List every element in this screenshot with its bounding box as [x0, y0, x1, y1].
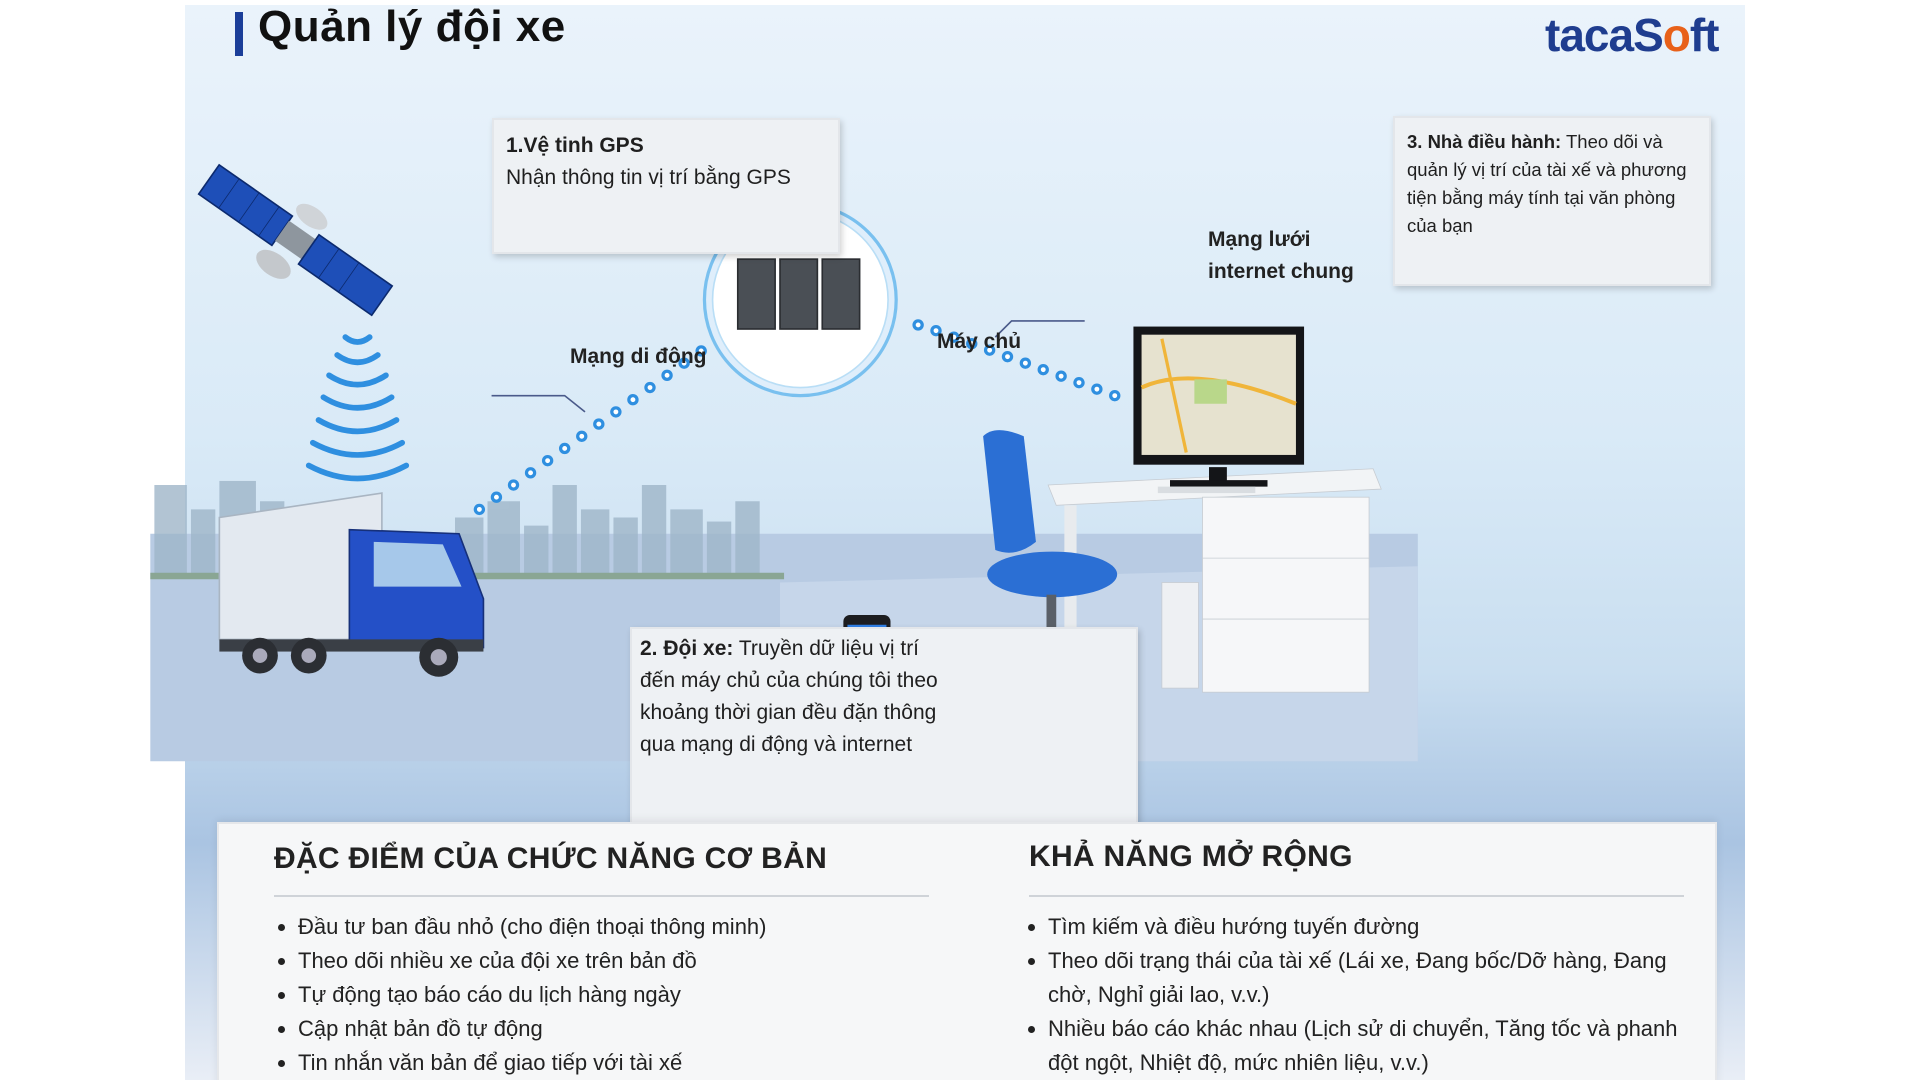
operator-heading: 3. Nhà điều hành:: [1407, 131, 1562, 152]
title-accent-bar: [235, 12, 243, 56]
extensions-list: Tìm kiếm và điều hướng tuyến đường Theo …: [1024, 910, 1708, 1080]
fleet-bubble: 2. Đội xe: Truyền dữ liệu vị trí đến máy…: [630, 627, 1138, 829]
list-item: Nhiều báo cáo khác nhau (Lịch sử di chuy…: [1048, 1012, 1708, 1080]
basic-features-title: ĐẶC ĐIỂM CỦA CHỨC NĂNG CƠ BẢN: [274, 842, 828, 875]
gps-heading: 1.Vệ tinh GPS: [506, 134, 644, 157]
fleet-text: Truyền dữ liệu vị trí đến máy chủ của ch…: [640, 637, 938, 756]
list-item: Tìm kiếm và điều hướng tuyến đường: [1048, 910, 1708, 944]
basic-features-divider: [274, 895, 929, 897]
fleet-heading: 2. Đội xe:: [640, 637, 734, 660]
gps-text: Nhận thông tin vị trí bằng GPS: [506, 166, 791, 189]
internet-label-line1: Mạng lưới: [1208, 228, 1311, 251]
extensions-title: KHẢ NĂNG MỞ RỘNG: [1029, 840, 1353, 873]
list-item: Tự động tạo báo cáo du lịch hàng ngày: [298, 978, 978, 1012]
internet-label-line2: internet chung: [1208, 260, 1354, 283]
mobile-network-label: Mạng di động: [570, 345, 707, 368]
server-rack-icon: [736, 258, 861, 330]
list-item: Cập nhật bản đồ tự động: [298, 1012, 978, 1046]
list-item: Theo dõi nhiều xe của đội xe trên bản đồ: [298, 944, 978, 978]
mobile-label-line: [491, 394, 586, 413]
fleet-text-block: 2. Đội xe: Truyền dữ liệu vị trí đến máy…: [640, 633, 940, 761]
list-item: Tin nhắn văn bản để giao tiếp với tài xế: [298, 1046, 978, 1080]
features-panel: ĐẶC ĐIỂM CỦA CHỨC NĂNG CƠ BẢN Đầu tư ban…: [217, 822, 1717, 1080]
truck-icon: [218, 492, 485, 677]
list-item: Đầu tư ban đầu nhỏ (cho điện thoại thông…: [298, 910, 978, 944]
page-title: Quản lý đội xe: [258, 2, 566, 51]
operator-bubble: 3. Nhà điều hành: Theo dõi và quản lý vị…: [1393, 116, 1711, 286]
gps-bubble: 1.Vệ tinh GPS Nhận thông tin vị trí bằng…: [492, 118, 840, 254]
pc-tower-icon: [1161, 582, 1199, 689]
city-skyline-icon: [154, 480, 760, 575]
tacasoft-logo: tacaSoft: [1545, 9, 1719, 61]
gps-satellite-icon: [197, 163, 394, 317]
office-chair-icon: [983, 430, 1118, 675]
extensions-divider: [1029, 895, 1684, 897]
operator-text: Theo dõi và quản lý vị trí của tài xế và…: [1407, 131, 1687, 236]
basic-features-list: Đầu tư ban đầu nhỏ (cho điện thoại thông…: [274, 910, 978, 1080]
list-item: Theo dõi trạng thái của tài xế (Lái xe, …: [1048, 944, 1708, 1012]
monitor-icon: [1133, 326, 1305, 494]
internet-label-line: [994, 320, 1085, 338]
office-desk-icon: [1047, 468, 1382, 693]
internet-link-dots: [912, 319, 1121, 402]
signal-waves-icon: [305, 334, 410, 482]
server-label: Máy chủ: [937, 330, 1022, 353]
mobile-link-dots: [473, 345, 707, 516]
